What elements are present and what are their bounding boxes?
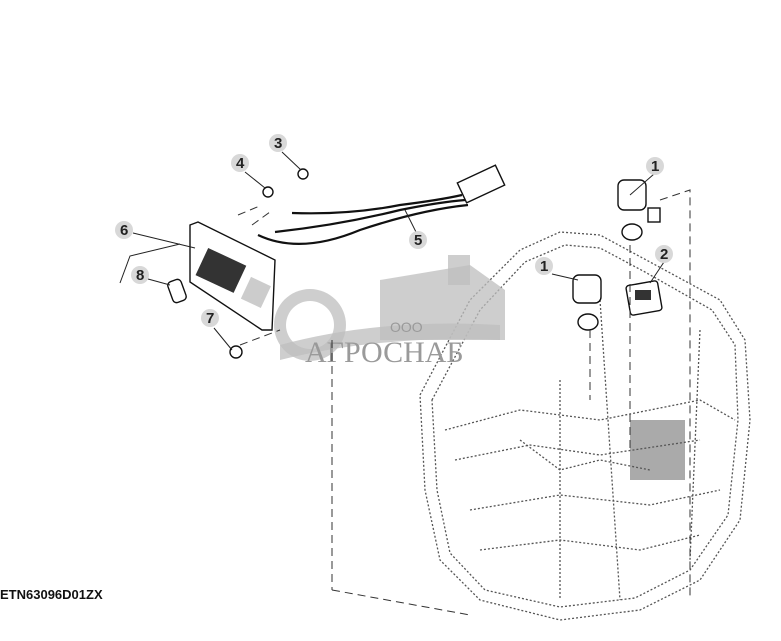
callout-3: 3 (269, 134, 287, 152)
callout-4: 4 (231, 154, 249, 172)
nut (297, 168, 309, 180)
watermark-prefix: ООО (390, 319, 423, 335)
callout-5: 5 (409, 231, 427, 249)
callout-6: 6 (115, 221, 133, 239)
cab-illustration (419, 231, 751, 621)
switch-panel (189, 221, 276, 331)
callout-1-upper: 1 (646, 157, 664, 175)
svg-text:2: 2 (660, 246, 668, 263)
power-socket-upper (617, 179, 661, 241)
svg-text:7: 7 (206, 310, 214, 327)
svg-text:3: 3 (274, 135, 282, 152)
svg-text:5: 5 (414, 232, 422, 249)
usb-socket (625, 280, 663, 316)
figure-id-label: ETN63096D01ZX (0, 587, 103, 602)
cover-plug (167, 278, 187, 304)
harness-connector (456, 164, 506, 204)
wiring-harness (257, 164, 506, 245)
callout-7: 7 (201, 309, 219, 327)
screw (229, 345, 243, 359)
svg-text:8: 8 (136, 267, 144, 284)
svg-text:6: 6 (120, 222, 128, 239)
svg-text:1: 1 (651, 158, 659, 175)
svg-text:1: 1 (540, 258, 548, 275)
floor-mat (630, 420, 685, 480)
callout-8: 8 (131, 266, 149, 284)
callout-1-lower: 1 (535, 257, 553, 275)
watermark-logo: ООО АГРОСНАБ (274, 255, 505, 369)
watermark-name: АГРОСНАБ (305, 336, 464, 369)
svg-text:4: 4 (236, 155, 245, 172)
callout-2: 2 (655, 245, 673, 263)
washer (262, 186, 274, 198)
power-socket-lower (572, 274, 602, 331)
